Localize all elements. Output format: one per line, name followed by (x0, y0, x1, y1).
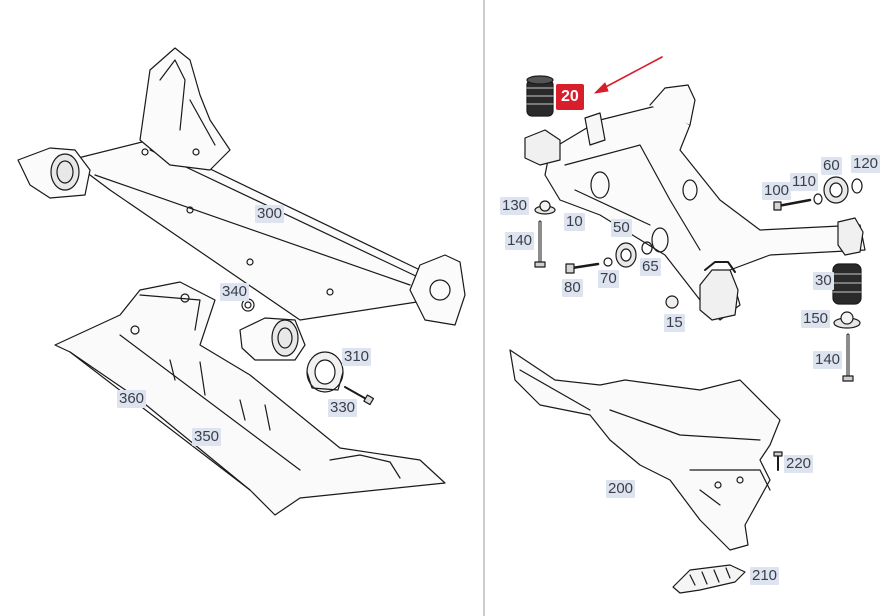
bushing-310-drawing (306, 351, 344, 393)
underbody-panel-350-drawing (54, 281, 446, 516)
callout-65[interactable]: 65 (640, 258, 661, 276)
callout-70[interactable]: 70 (598, 270, 619, 288)
callout-350[interactable]: 350 (192, 428, 222, 446)
callout-80[interactable]: 80 (562, 279, 583, 297)
callout-140-right[interactable]: 140 (813, 351, 843, 369)
callout-360[interactable]: 360 (117, 390, 147, 408)
callout-300[interactable]: 300 (255, 205, 285, 223)
washer-70-drawing (603, 257, 613, 267)
callout-340[interactable]: 340 (220, 283, 250, 301)
bolt-330-drawing (344, 386, 375, 406)
nut-15-drawing (665, 295, 679, 309)
callout-110[interactable]: 110 (790, 173, 818, 191)
callout-150[interactable]: 150 (801, 310, 831, 328)
callout-210[interactable]: 210 (750, 567, 780, 585)
highlight-arrow (594, 56, 663, 94)
bolt-100-drawing (773, 198, 812, 211)
callout-10[interactable]: 10 (564, 213, 585, 231)
bolt-140-left-drawing (534, 220, 546, 268)
callout-330[interactable]: 330 (328, 399, 358, 417)
part-210-drawing (672, 564, 746, 594)
rear-axle-subframe-drawing (17, 47, 466, 361)
callout-310[interactable]: 310 (342, 348, 372, 366)
callout-60[interactable]: 60 (821, 157, 842, 175)
washer-110-drawing (813, 193, 823, 205)
bushing-30-drawing (832, 263, 862, 305)
washer-120-drawing (851, 178, 863, 194)
callout-120[interactable]: 120 (851, 155, 881, 173)
callout-50[interactable]: 50 (611, 219, 632, 237)
callout-220[interactable]: 220 (784, 455, 814, 473)
bushing-50-drawing (615, 242, 637, 268)
underbody-shield-200-drawing (509, 349, 781, 551)
bushing-60-drawing (823, 176, 849, 204)
washer-130-drawing (534, 200, 556, 215)
callout-30[interactable]: 30 (813, 272, 834, 290)
bolt-80-drawing (565, 262, 600, 274)
washer-150-drawing (833, 311, 861, 329)
front-subframe-drawing (524, 84, 866, 321)
screw-220-drawing (773, 451, 783, 471)
callout-130[interactable]: 130 (500, 197, 530, 215)
bushing-20-drawing (526, 75, 554, 117)
callout-100[interactable]: 100 (762, 182, 792, 200)
callout-200[interactable]: 200 (606, 480, 636, 498)
callout-140-left[interactable]: 140 (505, 232, 535, 250)
callout-20-highlighted[interactable]: 20 (556, 84, 584, 110)
washer-65-drawing (641, 241, 653, 255)
callout-15[interactable]: 15 (664, 314, 685, 332)
bolt-140-right-drawing (842, 333, 854, 382)
